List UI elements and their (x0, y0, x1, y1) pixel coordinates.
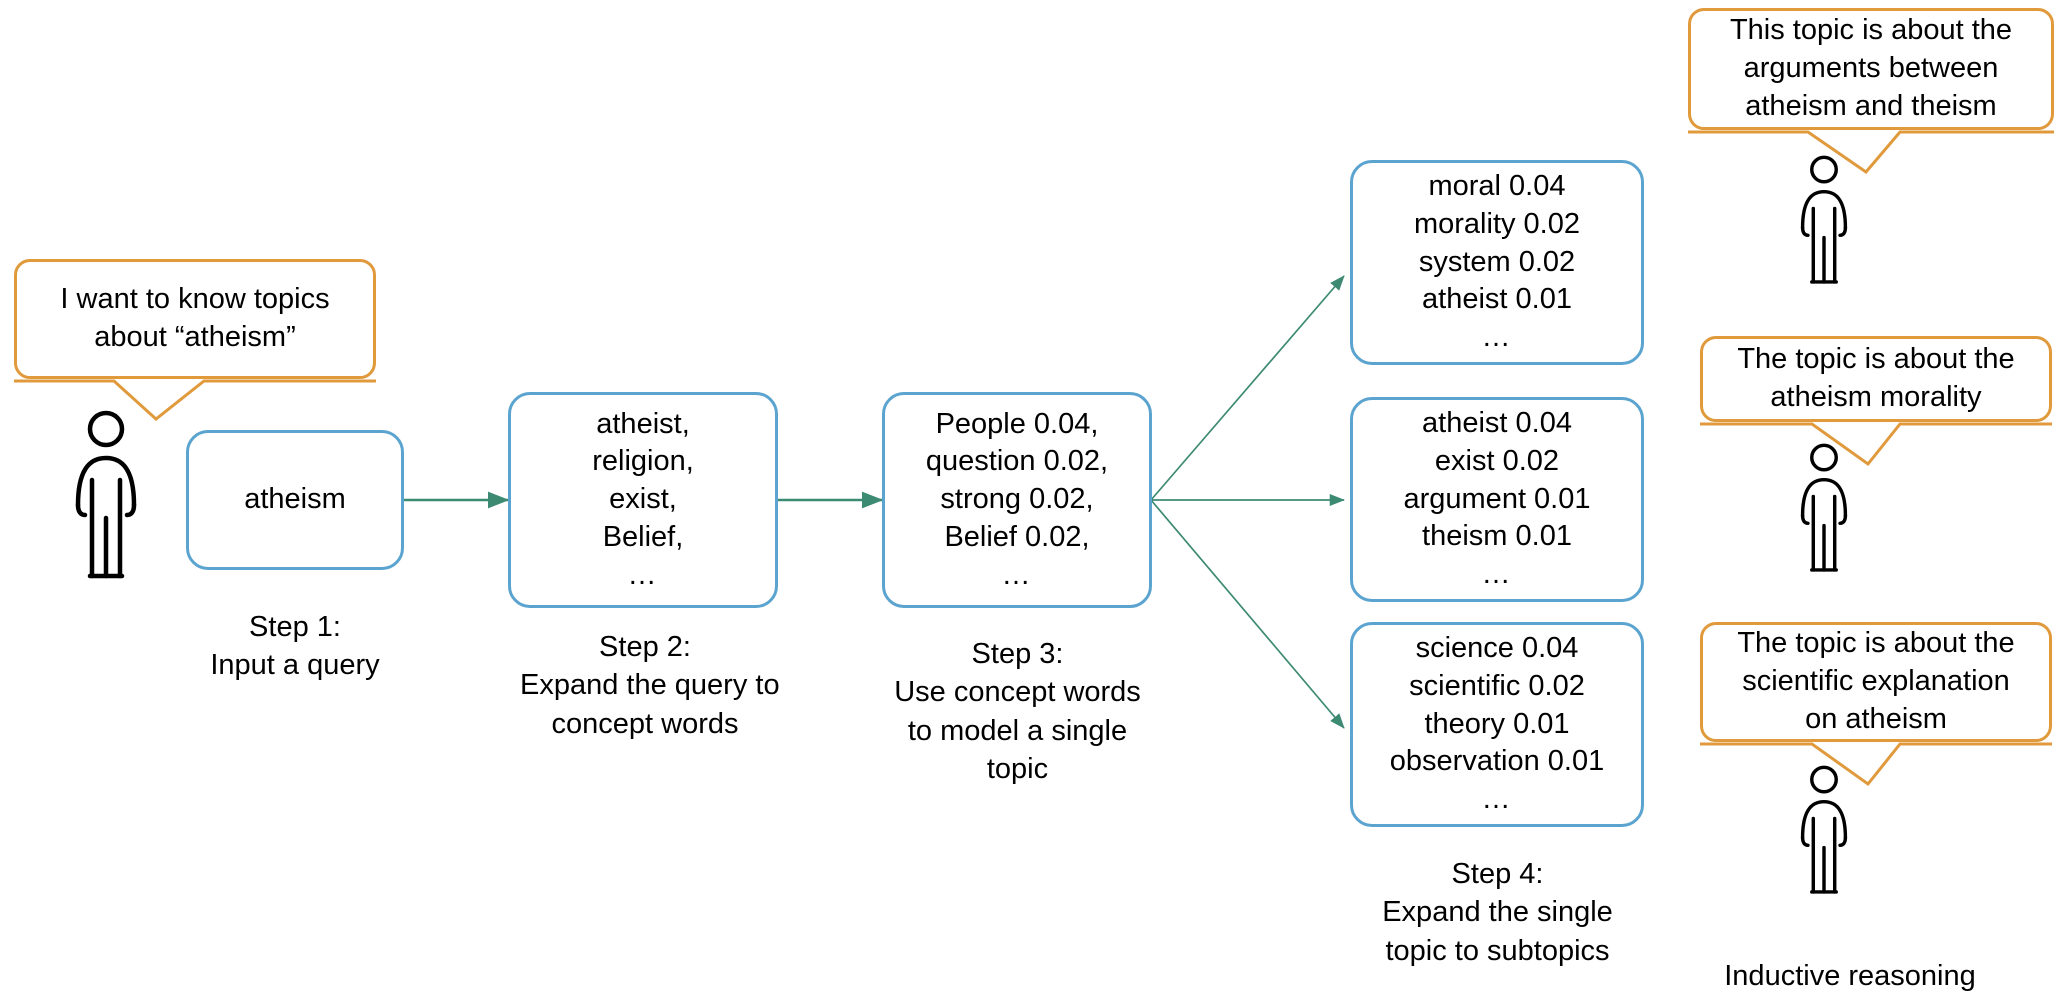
subtopic-argument-box[interactable]: atheist 0.04 exist 0.02 argument 0.01 th… (1350, 397, 1644, 602)
subtopic-science-box[interactable]: science 0.04 scientific 0.02 theory 0.01… (1350, 622, 1644, 827)
subtopic-1-line-3: system 0.02 (1418, 245, 1576, 278)
interpretation-arguments-bubble: This topic is about the arguments betwee… (1688, 8, 2054, 175)
step-1-caption-line-1: Step 1: (249, 611, 341, 643)
subtopic-3-line-4: observation 0.01 (1389, 745, 1605, 778)
person-icon-user (75, 410, 137, 579)
step-2-caption-line-3: concept words (551, 707, 739, 740)
step-2-caption-line-2: Expand the query to (520, 669, 780, 702)
step-3-box-line-4: Belief 0.02, (944, 520, 1090, 553)
step-3-box-line-3: strong 0.02, (940, 483, 1094, 516)
interpretation-3-line-3: on atheism (1805, 702, 1947, 735)
user-speech-bubble: I want to know topics about “atheism” (14, 259, 376, 421)
interpretation-1-body: This topic is about the arguments betwee… (1688, 8, 2054, 130)
subtopic-3-line-3: theory 0.01 (1424, 707, 1570, 740)
user-speech-bubble-body: I want to know topics about “atheism” (14, 259, 376, 379)
step-3-caption-line-2: Use concept words (894, 676, 1141, 709)
step-3-box-line-1: People 0.04, (935, 407, 1099, 440)
subtopic-1-line-2: morality 0.02 (1413, 207, 1580, 240)
step-2-box[interactable]: atheist, religion, exist, Belief, … (508, 392, 778, 608)
step-3-box[interactable]: People 0.04, question 0.02, strong 0.02,… (882, 392, 1152, 608)
subtopic-1-line-1: moral 0.04 (1428, 170, 1566, 203)
interpretation-3-body: The topic is about the scientific explan… (1700, 622, 2052, 742)
step-1-box-line-1: atheism (244, 483, 346, 516)
subtopic-1-ellipsis: … (1481, 321, 1513, 354)
step-2-caption: Step 2: Expand the query to concept word… (520, 628, 780, 743)
subtopic-1-line-4: atheist 0.01 (1422, 283, 1572, 316)
step-2-box-ellipsis: … (627, 558, 659, 591)
interpretation-1-line-1: This topic is about the (1729, 14, 2013, 47)
interpretation-1-line-2: arguments between (1743, 52, 1999, 85)
interpretation-3-bubble-tail (1700, 742, 2052, 787)
person-icon-interpretation-2 (1800, 443, 1848, 572)
step-2-box-line-4: Belief, (602, 520, 684, 553)
step-2-box-line-1: atheist, (596, 407, 690, 440)
step-1-caption: Step 1: Input a query (195, 608, 395, 685)
step-1-caption-line-2: Input a query (210, 649, 380, 682)
step-4-caption-line-1: Step 4: (1451, 858, 1544, 890)
step-1-box[interactable]: atheism (186, 430, 404, 570)
subtopic-3-line-1: science 0.04 (1415, 632, 1579, 665)
step-4-caption-line-2: Expand the single (1382, 896, 1613, 929)
person-icon-interpretation-1 (1800, 155, 1848, 284)
step-3-box-ellipsis: … (1001, 558, 1033, 591)
subtopic-3-line-2: scientific 0.02 (1409, 669, 1585, 702)
interpretation-2-body: The topic is about the atheism morality (1700, 336, 2052, 422)
subtopic-3-ellipsis: … (1481, 783, 1513, 816)
interpretation-1-bubble-tail (1688, 130, 2054, 175)
user-bubble-line-2: about “atheism” (94, 321, 296, 353)
interpretation-science-bubble: The topic is about the scientific explan… (1700, 622, 2052, 787)
step-3-caption-line-4: topic (986, 752, 1049, 785)
step-3-caption-line-3: to model a single (907, 714, 1128, 747)
user-bubble-tail (14, 379, 376, 421)
step-4-caption-line-3: topic to subtopics (1385, 934, 1610, 967)
arrow-step3-to-subtopic-morality (1150, 275, 1345, 501)
arrow-step3-to-subtopic-science (1150, 499, 1345, 729)
step-3-box-line-2: question 0.02, (925, 445, 1109, 478)
interpretation-1-line-3: atheism and theism (1745, 89, 1997, 122)
subtopic-2-line-2: exist 0.02 (1434, 444, 1560, 477)
interpretation-morality-bubble: The topic is about the atheism morality (1700, 336, 2052, 467)
step-4-caption: Step 4: Expand the single topic to subto… (1345, 855, 1650, 970)
subtopic-2-ellipsis: … (1481, 558, 1513, 591)
person-icon-interpretation-3 (1800, 765, 1848, 894)
step-3-caption-line-1: Step 3: (971, 638, 1064, 670)
step-3-caption: Step 3: Use concept words to model a sin… (880, 635, 1155, 788)
interpretation-3-line-2: scientific explanation (1742, 665, 2010, 698)
user-bubble-line-1: I want to know topics (60, 283, 330, 316)
interpretation-2-line-2: atheism morality (1770, 381, 1982, 413)
subtopic-morality-box[interactable]: moral 0.04 morality 0.02 system 0.02 ath… (1350, 160, 1644, 365)
inductive-reasoning-label: Inductive reasoning (1724, 960, 1976, 992)
subtopic-2-line-4: theism 0.01 (1422, 520, 1572, 553)
subtopic-2-line-1: atheist 0.04 (1422, 407, 1572, 440)
interpretation-2-line-1: The topic is about the (1737, 343, 2015, 376)
step-2-box-line-2: religion, (592, 445, 694, 478)
interpretation-3-line-1: The topic is about the (1737, 627, 2015, 660)
interpretation-2-bubble-tail (1700, 422, 2052, 467)
step-2-caption-line-1: Step 2: (599, 631, 691, 663)
subtopic-2-line-3: argument 0.01 (1403, 482, 1591, 515)
step-2-box-line-3: exist, (609, 483, 677, 516)
